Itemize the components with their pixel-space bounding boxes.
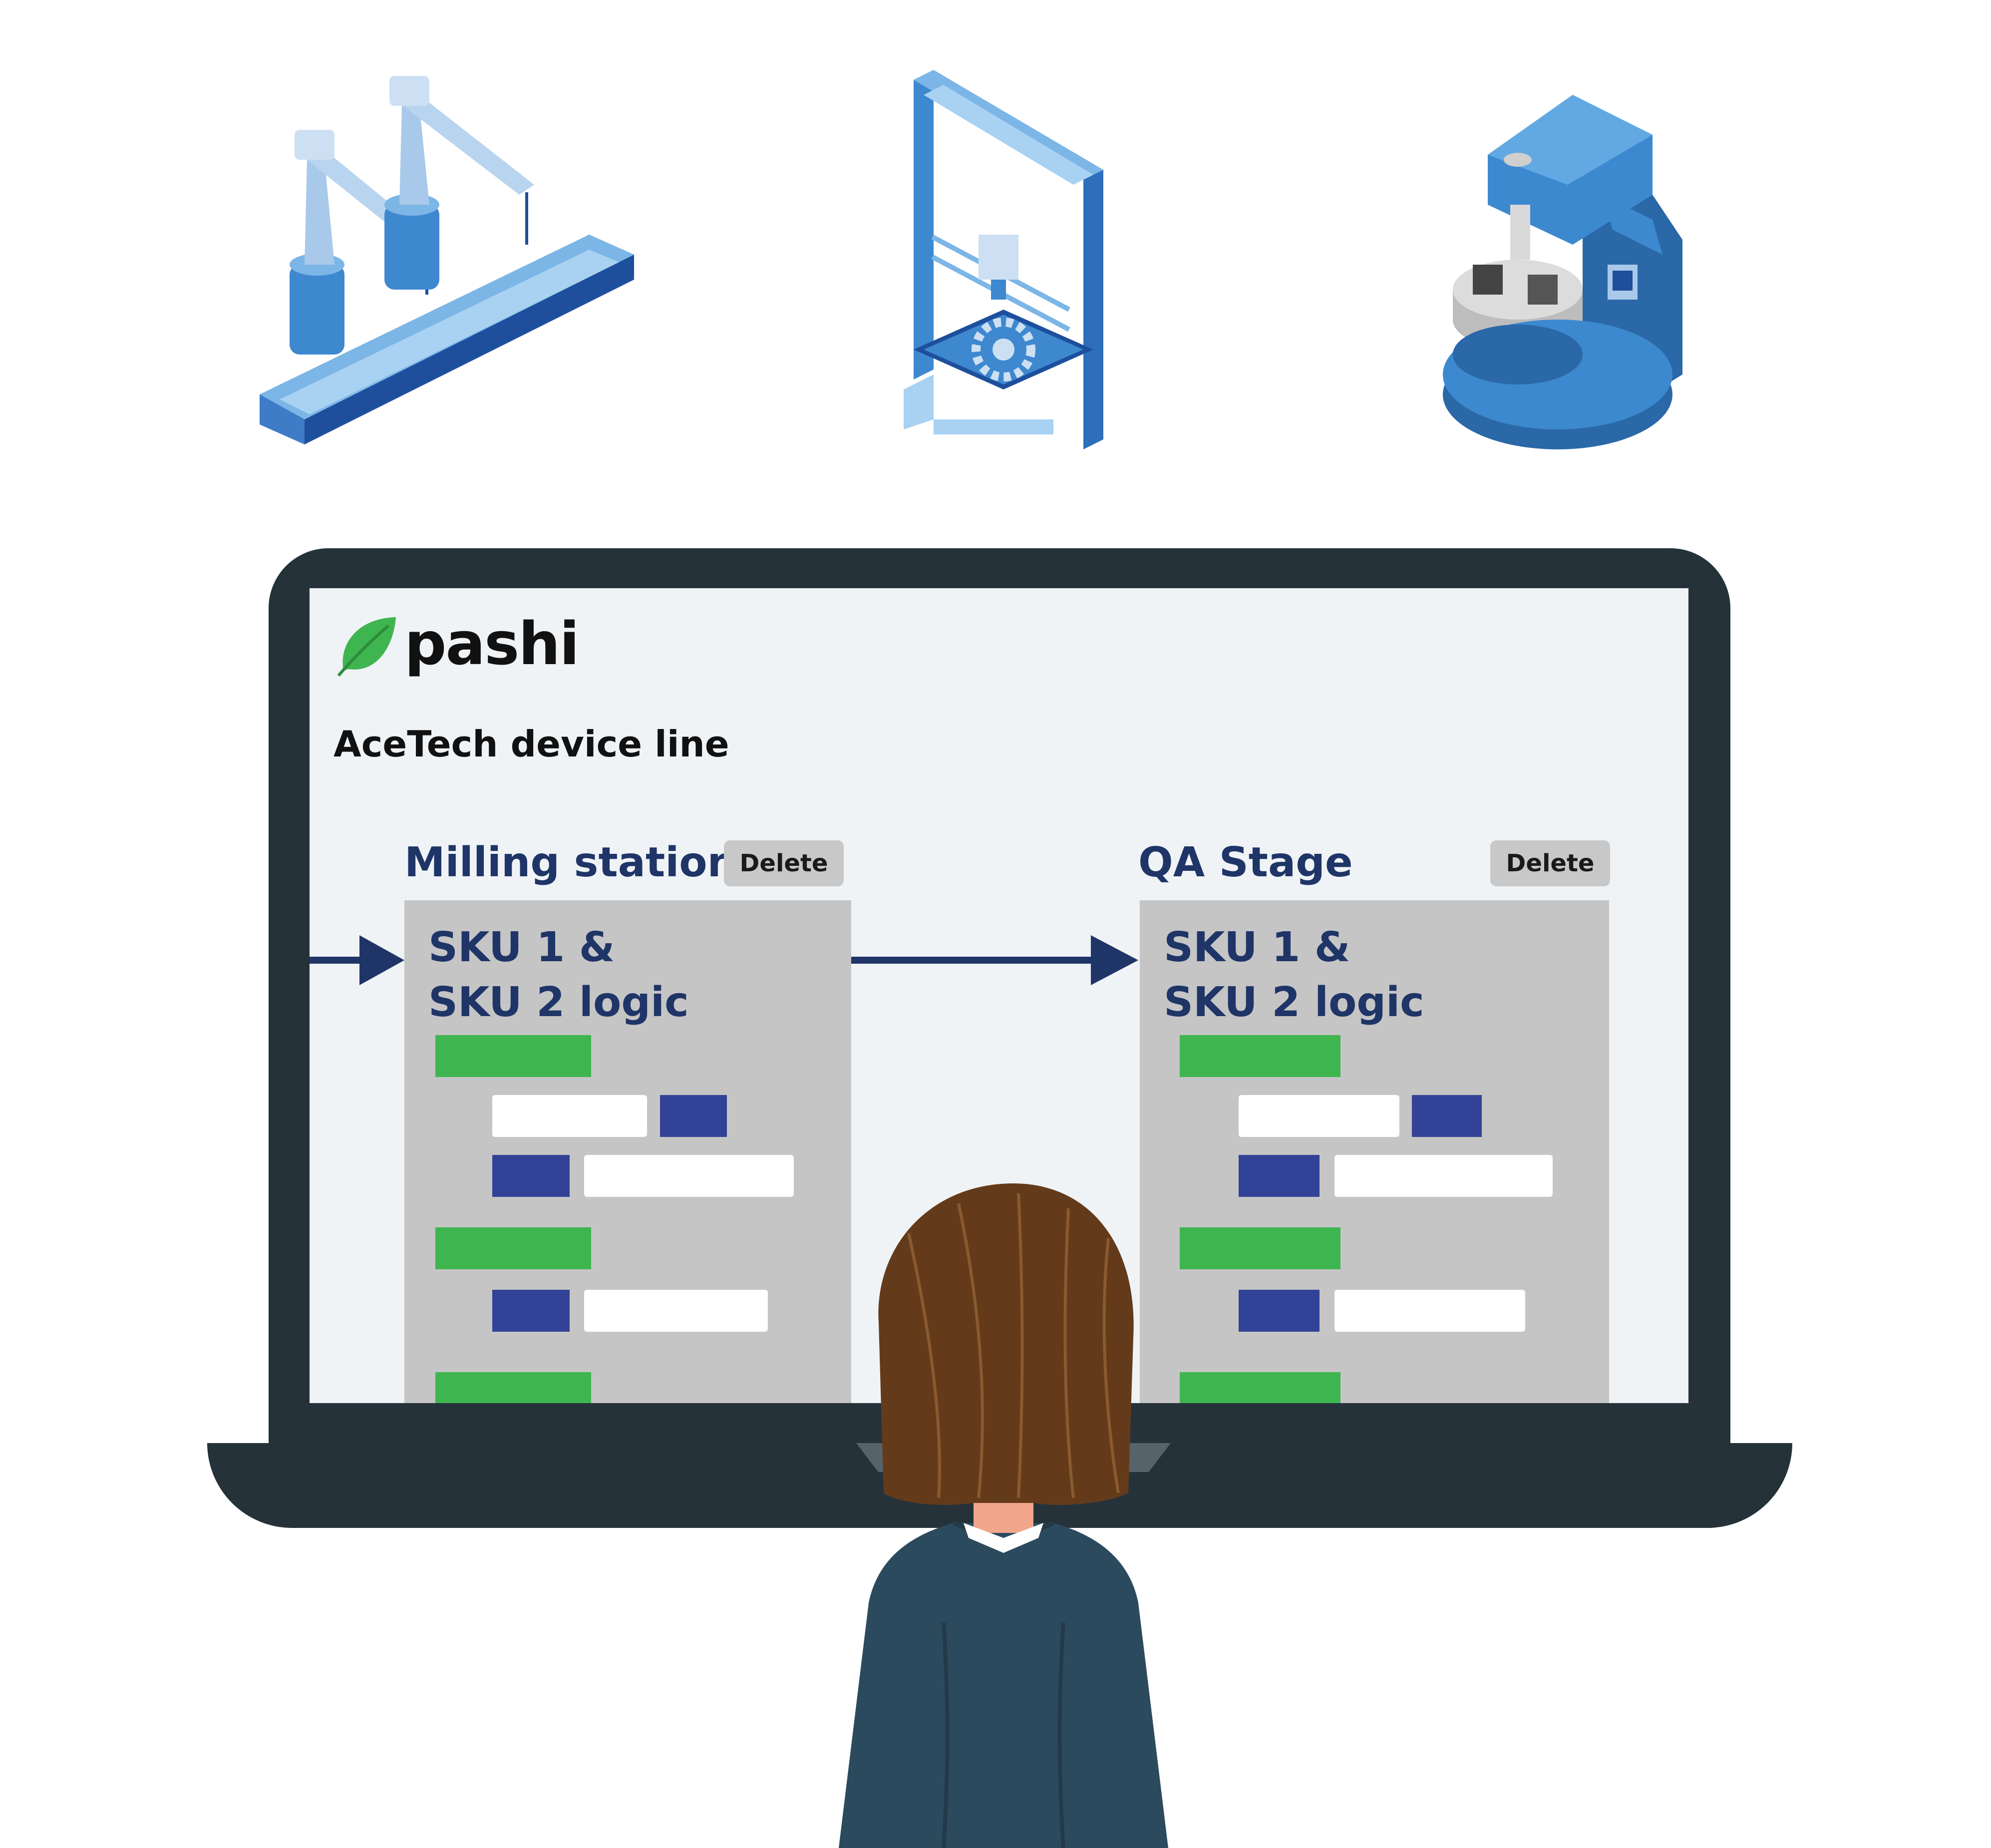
station-panel-milling[interactable]: SKU 1 & SKU 2 logic (404, 900, 851, 1403)
rule-field[interactable] (492, 1095, 647, 1137)
rule-condition-block[interactable] (1180, 1372, 1340, 1403)
rule-field[interactable] (1334, 1290, 1525, 1332)
3d-printer-icon (904, 70, 1103, 449)
rule-condition-block[interactable] (1180, 1035, 1340, 1077)
rule-field[interactable] (584, 1155, 794, 1197)
rule-field[interactable] (1239, 1095, 1399, 1137)
arrow-right-icon (851, 935, 1138, 985)
panel-logic-title: SKU 1 & SKU 2 logic (428, 924, 689, 1026)
station-title-milling: Milling station (404, 839, 737, 886)
rule-condition-block[interactable] (435, 1035, 591, 1077)
delete-qa-button[interactable]: Delete (1490, 840, 1610, 886)
person-back-view (839, 1183, 1168, 1848)
station-panel-qa[interactable]: SKU 1 & SKU 2 logic (1140, 900, 1609, 1403)
rule-action-block[interactable] (492, 1290, 570, 1332)
rule-action-block[interactable] (1412, 1095, 1482, 1137)
rule-condition-block[interactable] (1180, 1227, 1340, 1269)
rule-action-block[interactable] (1239, 1155, 1320, 1197)
station-title-qa: QA Stage (1138, 839, 1353, 886)
app-screen: pashi AceTech device line Milling statio… (310, 588, 1688, 1403)
app-logo-text[interactable]: pashi (404, 609, 580, 678)
robotic-arm-conveyor-icon (260, 76, 634, 444)
rule-condition-block[interactable] (435, 1227, 591, 1269)
page-title: AceTech device line (333, 723, 729, 765)
rule-condition-block[interactable] (435, 1372, 591, 1403)
leaf-icon (337, 617, 396, 677)
cnc-lathe-icon (1443, 95, 1682, 449)
arrow-right-icon (310, 935, 404, 985)
rule-action-block[interactable] (492, 1155, 570, 1197)
rule-field[interactable] (1334, 1155, 1553, 1197)
rule-action-block[interactable] (1239, 1290, 1320, 1332)
rule-field[interactable] (584, 1290, 768, 1332)
delete-milling-button[interactable]: Delete (724, 840, 844, 886)
rule-action-block[interactable] (660, 1095, 727, 1137)
panel-logic-title: SKU 1 & SKU 2 logic (1164, 924, 1424, 1026)
